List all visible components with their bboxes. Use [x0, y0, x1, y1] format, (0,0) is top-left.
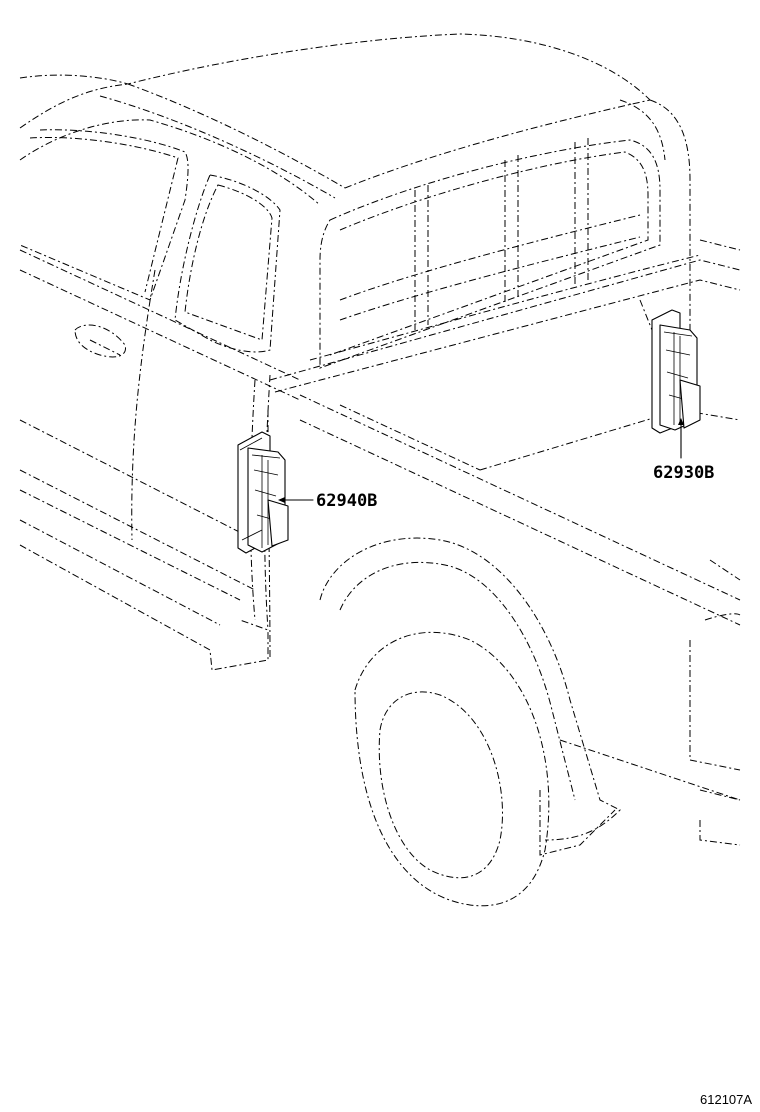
- part-62940b-cover: [237, 431, 289, 554]
- part-number-62930b: 62930B: [653, 463, 714, 483]
- part-number-62940b: 62940B: [316, 491, 377, 511]
- rear-wheel: [319, 537, 621, 907]
- leader-62940b: [278, 497, 314, 503]
- truck-cab: [19, 33, 691, 671]
- leader-62930b: [678, 418, 684, 459]
- cab-windows: [19, 129, 281, 353]
- rear-window-guard: [309, 138, 701, 369]
- drawing-reference: 612107A: [700, 1092, 752, 1107]
- door-handle: [74, 324, 127, 358]
- part-62930b-cover: [639, 299, 701, 434]
